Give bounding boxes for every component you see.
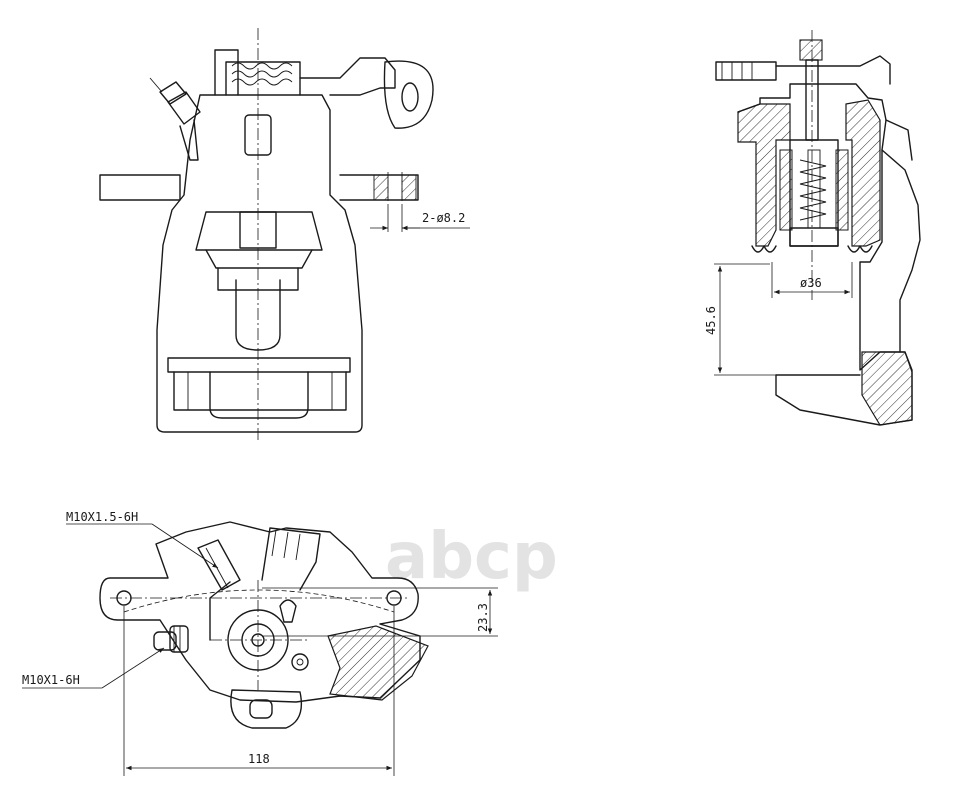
thread-bottom-label: M10X1-6H [22, 673, 80, 687]
section-bore-wall-right [835, 149, 849, 231]
bottom-main-outline [99, 521, 421, 703]
front-bridge-center [239, 211, 277, 249]
section-seal-right [847, 245, 873, 253]
bottom-dashed-arc [123, 589, 395, 613]
front-lever-eye-hole [401, 82, 419, 112]
front-lug-hatch-right [401, 174, 417, 201]
bolt-hole-label: 2-ø8.2 [422, 211, 465, 225]
thread-top-label: M10X1.5-6H [66, 510, 138, 524]
thread-top-leader [151, 523, 219, 569]
section-outer [737, 83, 913, 426]
section-top-lever-arm [775, 55, 891, 85]
front-pad-top [167, 357, 351, 373]
bottom-left-web [209, 581, 231, 641]
section-piston-base [789, 227, 839, 247]
bottom-view: M10X1.5-6H M10X1-6H 23.3 118 [22, 510, 498, 776]
section-top-lever [715, 61, 777, 81]
front-pad-center [209, 371, 309, 419]
front-top-housing [214, 49, 239, 96]
section-housing-left [737, 103, 791, 247]
front-view: 2-ø8.2 [99, 28, 470, 440]
section-view: ø36 45.6 [704, 30, 921, 426]
front-spring-box [225, 61, 301, 96]
front-piston-window [235, 279, 281, 351]
front-body-outline [156, 94, 363, 433]
front-lever-eye [383, 60, 434, 129]
front-top-spring [231, 62, 293, 86]
bottom-lever-loop [230, 689, 303, 729]
piston-diameter-label: ø36 [800, 276, 822, 290]
section-pad-block [861, 351, 913, 426]
bottom-lower-nipple [153, 625, 189, 653]
front-lever-arm [299, 57, 396, 96]
piston-depth-label: 45.6 [704, 306, 718, 335]
bottom-lever-loop-hole [249, 699, 273, 719]
bottom-cam [279, 599, 297, 623]
front-top-slot [244, 114, 272, 156]
front-left-lug [99, 174, 181, 201]
front-lug-hatch-left [373, 174, 389, 201]
section-bore-wall-left [779, 149, 793, 231]
front-bridge [195, 211, 323, 251]
offset-label: 23.3 [476, 603, 490, 632]
section-seal-left [751, 245, 777, 253]
front-bleed-nipple [149, 77, 201, 161]
front-bridge-lower [205, 249, 313, 269]
section-spring [799, 149, 827, 229]
width-label: 118 [248, 752, 270, 766]
section-right-arm [881, 149, 921, 353]
front-bridge-step [217, 267, 299, 291]
front-pad-frame [173, 371, 347, 411]
bottom-small-bolt [291, 653, 309, 671]
watermark-logo: abcp [385, 520, 558, 594]
thread-bottom-leader [101, 647, 165, 689]
section-housing-right [845, 99, 881, 247]
bottom-pad-hatch [327, 625, 429, 701]
section-stem-cap [799, 39, 823, 61]
section-right-arm-top [885, 119, 913, 161]
bottom-lever-housing [261, 527, 321, 591]
bottom-bleed-body [197, 539, 241, 591]
